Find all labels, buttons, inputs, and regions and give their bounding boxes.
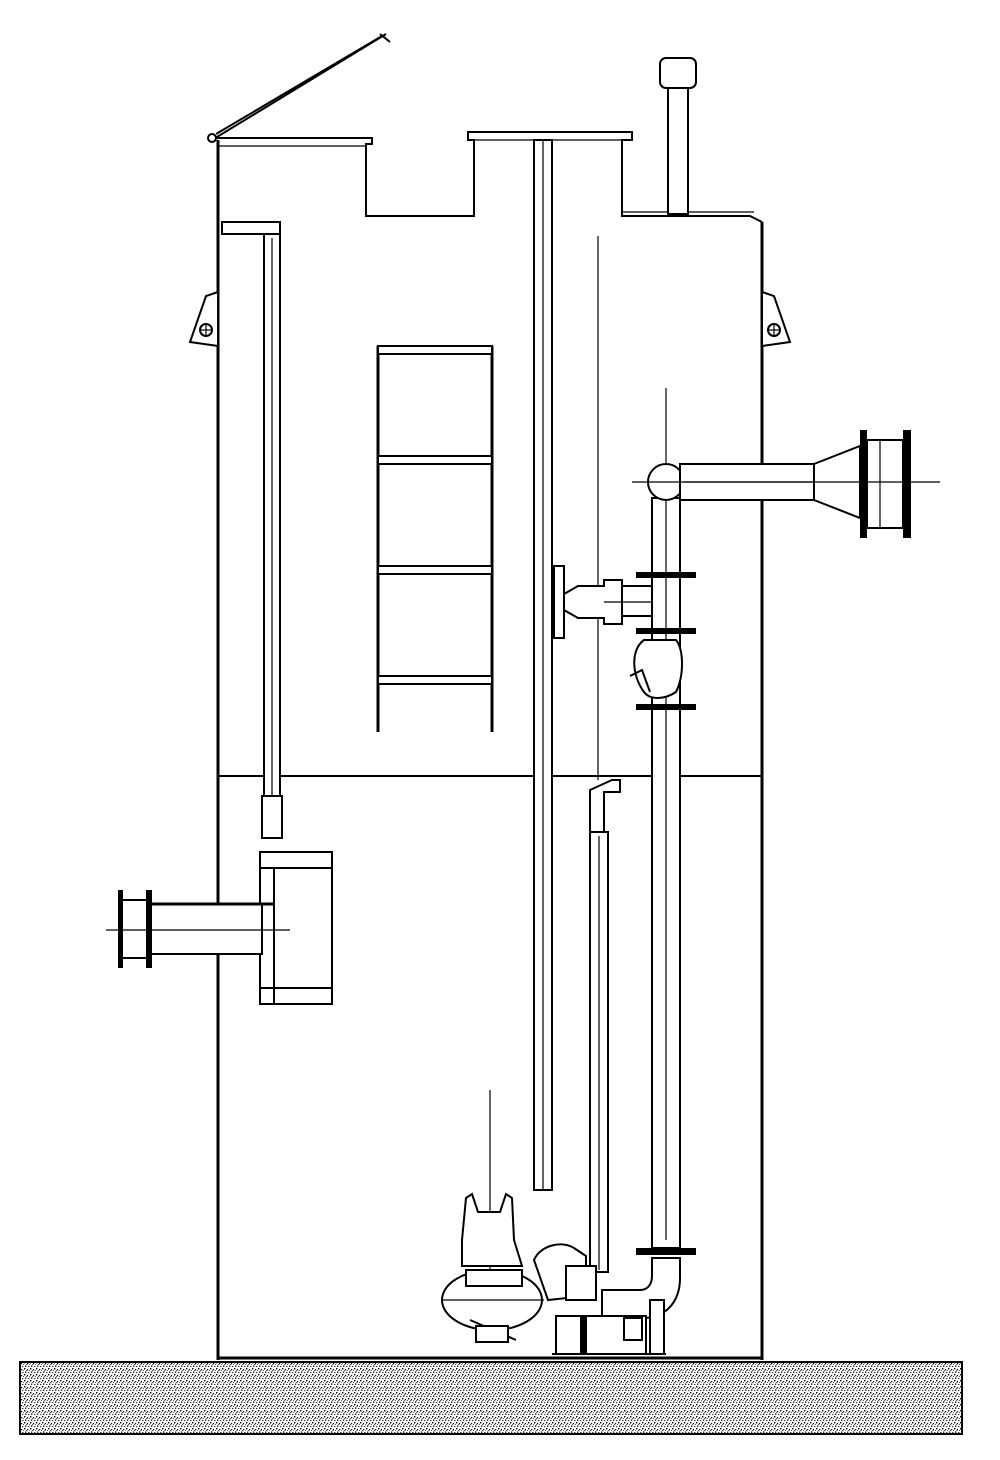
inlet-pipe	[106, 851, 333, 1005]
check-valve	[629, 639, 696, 710]
guide-rail	[533, 139, 599, 1191]
hinged-lid	[207, 33, 391, 143]
vent-pipe	[659, 57, 697, 215]
discharge-pipe	[632, 388, 940, 1249]
level-float-pipe	[221, 221, 283, 839]
lifting-lugs	[188, 290, 792, 348]
duckfoot-bend	[552, 1248, 696, 1355]
pump-riser	[589, 779, 621, 1273]
ground-slab	[19, 1361, 963, 1435]
access-ladder	[376, 345, 494, 732]
submersible-pump	[441, 1090, 597, 1343]
gate-valve	[553, 565, 696, 639]
